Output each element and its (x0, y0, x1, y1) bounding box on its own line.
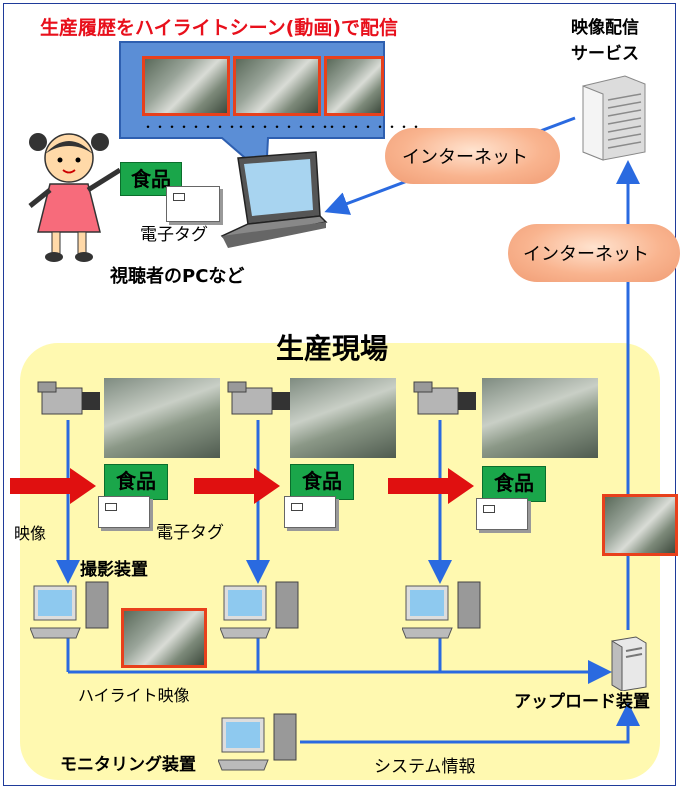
rfid-tag-label-viewer: 電子タグ (140, 225, 208, 245)
video-label: 映像 (14, 524, 47, 543)
monitoring-device-label: モニタリング装置 (60, 755, 196, 775)
highlight-video-label: ハイライト映像 (78, 686, 190, 705)
food-box-line-2: 食品 (290, 464, 354, 500)
camera-device-label: 撮影装置 (80, 560, 148, 580)
thumbnail-dots-3: ・・・・・・・・ (326, 120, 423, 134)
desktop-pc-icon-2 (220, 581, 299, 639)
highlight-thumbnail (121, 608, 207, 668)
video-service-line2: サービス (571, 44, 639, 64)
thumbnail-dots-1: ・・・・・・・・ (142, 120, 239, 134)
internet-cloud-2 (508, 224, 680, 282)
rfid-tag-line-3 (476, 498, 528, 530)
server-icon (611, 636, 647, 691)
headline: 生産履歴をハイライトシーン(動画)で配信 (40, 17, 399, 39)
rfid-tag-icon (166, 186, 220, 222)
rfid-tag-line-1 (98, 496, 150, 528)
desktop-pc-icon-1 (30, 581, 109, 639)
internet-label-2: インターネット (523, 244, 649, 265)
office-building-icon (582, 75, 646, 161)
food-box-line-3: 食品 (482, 466, 546, 502)
rfid-tag-label-line: 電子タグ (156, 523, 224, 543)
video-service-line1: 映像配信 (571, 18, 639, 38)
thumbnail-dots-2: ・・・・・・・・ (235, 120, 332, 134)
video-camera-icon-3 (413, 381, 476, 415)
rfid-tag-line-2 (284, 496, 336, 528)
girl-icon (28, 133, 122, 262)
thumbnail-2 (233, 56, 321, 116)
food-box-viewer: 食品 (120, 162, 182, 196)
product-flow-arrows (10, 468, 474, 504)
production-site-title: 生産現場 (276, 332, 389, 365)
desktop-pc-icon-3 (402, 581, 481, 639)
laptop-icon (220, 151, 328, 248)
thumbnail-1 (142, 56, 230, 116)
factory-photo-3 (482, 378, 598, 458)
video-camera-icon-1 (37, 381, 100, 415)
outer-frame (3, 3, 676, 786)
food-box-line-1: 食品 (104, 464, 168, 500)
viewer-pc-label: 視聴者のPCなど (110, 266, 245, 287)
video-camera-icon-2 (227, 381, 290, 415)
monitoring-pc-icon (218, 713, 297, 771)
upload-thumbnail (602, 494, 678, 556)
internet-cloud-1 (385, 128, 560, 184)
upload-device-label: アップロード装置 (514, 692, 650, 712)
factory-photo-1 (104, 378, 220, 458)
thumbnail-3 (324, 56, 384, 116)
internet-label-1: インターネット (402, 147, 528, 168)
factory-photo-2 (290, 378, 396, 458)
system-info-label: システム情報 (374, 757, 476, 777)
